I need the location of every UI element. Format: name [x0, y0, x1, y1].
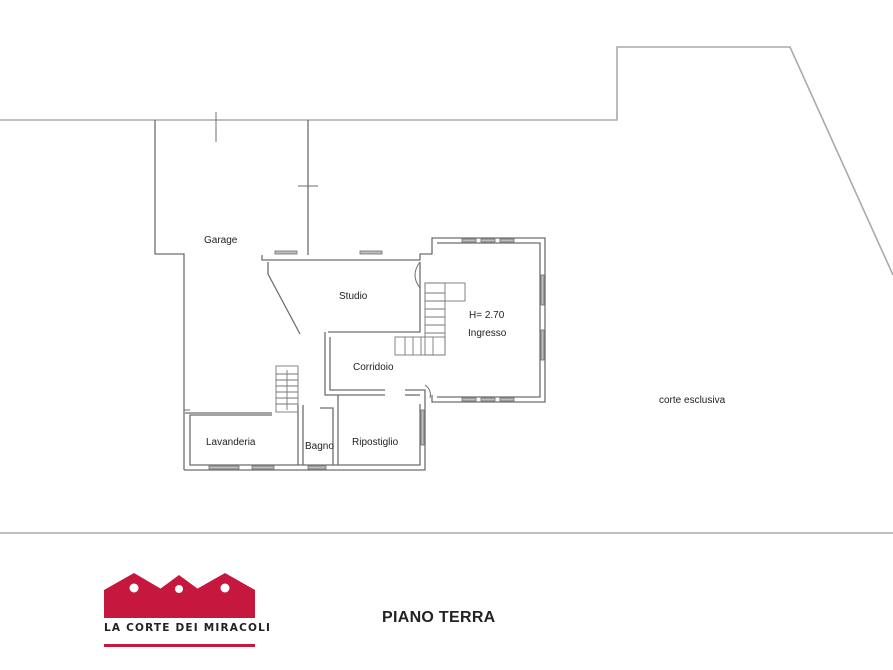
label-ceiling-height: H= 2.70	[469, 310, 505, 321]
label-garage: Garage	[204, 235, 238, 246]
brand-underline	[104, 644, 255, 647]
label-lavanderia: Lavanderia	[206, 437, 256, 448]
label-studio: Studio	[339, 291, 368, 302]
garage-outline	[154, 112, 318, 470]
label-ripostiglio: Ripostiglio	[352, 437, 399, 448]
house-walls	[184, 237, 546, 471]
staircase-main	[394, 282, 466, 356]
plan-title: PIANO TERRA	[382, 609, 496, 626]
label-bagno: Bagno	[305, 441, 334, 452]
brand-name: LA CORTE DEI MIRACOLI	[104, 622, 272, 634]
label-corte-esclusiva: corte esclusiva	[659, 395, 726, 406]
staircase-secondary	[275, 365, 299, 413]
windows	[208, 238, 545, 470]
label-corridoio: Corridoio	[353, 362, 394, 373]
site-boundary	[0, 46, 893, 534]
label-ingresso: Ingresso	[468, 328, 507, 339]
brand-logo-icon	[104, 573, 255, 618]
